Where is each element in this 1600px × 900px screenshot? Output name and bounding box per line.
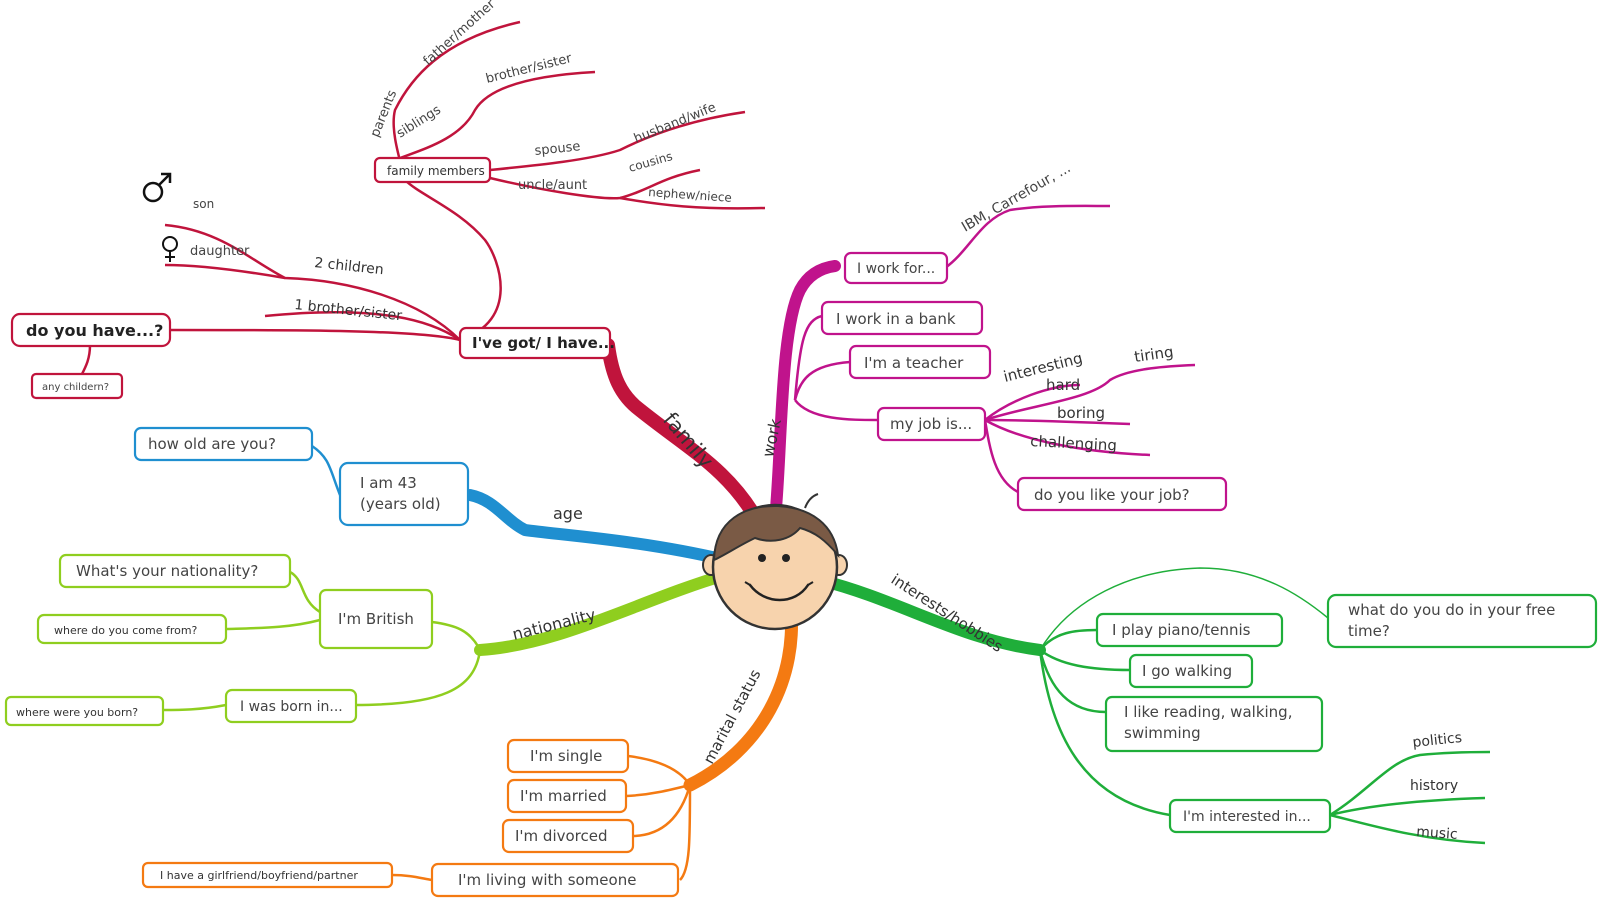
companies-label: IBM, Carrefour, ... — [959, 160, 1074, 235]
reading-line2: swimming — [1124, 724, 1201, 742]
where-born-label: where were you born? — [16, 706, 138, 719]
walking-label: I go walking — [1142, 662, 1232, 680]
smiling-boy-face-icon — [702, 493, 848, 631]
ive-got-label: I've got/ I have... — [472, 334, 615, 352]
nationality-subtree — [162, 570, 482, 712]
male-symbol-icon — [142, 172, 172, 203]
female-symbol-icon — [162, 236, 178, 262]
my-job-is-label: my job is... — [890, 415, 972, 433]
age-nodes: how old are you? I am 43 (years old) — [133, 426, 470, 527]
i-am-43-line1: I am 43 — [360, 474, 417, 492]
politics-label: politics — [1412, 730, 1463, 751]
family-branch — [601, 338, 767, 532]
married-label: I'm married — [520, 787, 607, 805]
son-label: son — [193, 197, 214, 211]
siblings-label: siblings — [394, 103, 444, 142]
family-members-label: family members — [387, 164, 485, 178]
two-children-label: 2 children — [314, 255, 385, 278]
interested-in-label: I'm interested in... — [1183, 809, 1311, 825]
partner-label: I have a girlfriend/boyfriend/partner — [160, 869, 358, 882]
marital-subtree — [391, 754, 692, 882]
single-label: I'm single — [530, 747, 602, 765]
uncle-aunt-label: uncle/aunt — [518, 178, 587, 193]
challenging-label: challenging — [1030, 432, 1118, 455]
free-time-line2: time? — [1348, 622, 1390, 640]
nationality-branch — [474, 569, 731, 656]
any-children-label: any childern? — [42, 382, 109, 393]
tiring-label: tiring — [1133, 343, 1175, 366]
living-with-label: I'm living with someone — [458, 871, 636, 889]
family-branch-label: family — [658, 408, 718, 473]
hard-label: hard — [1046, 376, 1080, 394]
age-subtree — [311, 444, 342, 496]
daughter-label: daughter — [190, 244, 250, 259]
born-in-label: I was born in... — [240, 699, 343, 715]
music-label: music — [1416, 824, 1458, 843]
work-for-label: I work for... — [857, 261, 935, 277]
im-british-label: I'm British — [338, 610, 414, 628]
spouse-label: spouse — [534, 139, 581, 159]
hobbies-branch — [814, 574, 1046, 656]
where-come-from-label: where do you come from? — [54, 624, 198, 637]
work-in-bank-label: I work in a bank — [836, 310, 956, 328]
cousins-label: cousins — [627, 149, 674, 175]
work-nodes: I work for... IBM, Carrefour, ... I work… — [820, 160, 1228, 512]
piano-label: I play piano/tennis — [1112, 621, 1251, 639]
husband-wife-label: husband/wife — [632, 100, 718, 147]
reading-line1: I like reading, walking, — [1124, 703, 1292, 721]
marital-branch — [683, 593, 798, 792]
nephew-niece-label: nephew/niece — [648, 185, 733, 205]
work-subtree — [793, 204, 1196, 494]
nationality-nodes: What's your nationality? where do you co… — [4, 553, 434, 727]
divorced-label: I'm divorced — [515, 827, 608, 845]
brother-sister-count-label: 1 brother/sister — [294, 297, 403, 324]
hobbies-nodes: what do you do in your free time? I play… — [1095, 593, 1598, 843]
how-old-label: how old are you? — [148, 435, 276, 453]
father-mother-label: father/mother — [421, 0, 499, 69]
teacher-label: I'm a teacher — [864, 354, 964, 372]
i-am-43-line2: (years old) — [360, 495, 441, 513]
family-subtree — [78, 20, 766, 379]
age-branch-label: age — [553, 504, 583, 523]
like-your-job-label: do you like your job? — [1034, 486, 1190, 504]
history-label: history — [1410, 778, 1458, 794]
boring-label: boring — [1057, 404, 1105, 422]
age-branch — [464, 489, 731, 566]
marital-nodes: I'm single I'm married I'm divorced I'm … — [141, 738, 680, 898]
hobbies-subtree — [1038, 567, 1491, 845]
main-branches — [464, 260, 1046, 792]
do-you-have-label: do you have...? — [26, 321, 163, 340]
free-time-line1: what do you do in your free — [1348, 601, 1555, 619]
whats-nationality-label: What's your nationality? — [76, 562, 258, 580]
work-branch — [769, 260, 841, 526]
